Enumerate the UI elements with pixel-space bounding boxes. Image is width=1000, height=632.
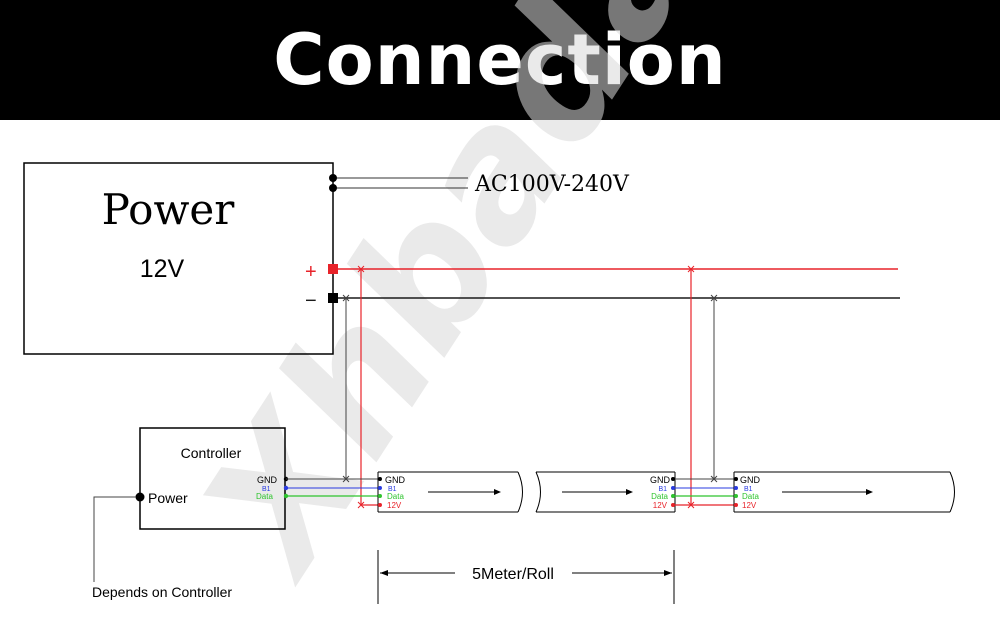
strip3-pin-b1: B1 — [744, 486, 753, 493]
length-label: 5Meter/Roll — [472, 566, 554, 583]
power-supply-title: Power — [102, 185, 236, 234]
ac-input-label: AC100V-240V — [474, 172, 630, 197]
page-title: Connection — [273, 19, 727, 101]
ac-terminal-1 — [329, 174, 337, 182]
controller-note: Depends on Controller — [92, 584, 232, 600]
controller-pin-b1: B1 — [262, 486, 271, 493]
negative-sign: − — [305, 290, 317, 312]
led-strip-2: GND B1 Data 12V — [535, 471, 676, 513]
controller-power-terminal — [135, 492, 145, 502]
length-dimension: 5Meter/Roll — [377, 550, 675, 604]
negative-terminal — [328, 293, 338, 303]
controller: Controller GND B1 Data Power Depends on … — [92, 427, 289, 600]
watermark: Xhbada — [160, 0, 742, 610]
header-bar: Connection — [0, 0, 1000, 120]
strip2-pin-gnd: GND — [650, 475, 671, 485]
strip2-pin-b1: B1 — [658, 486, 667, 493]
dc-output: + − — [305, 261, 900, 312]
power-supply: Power 12V — [23, 162, 334, 355]
inter-strip-wires — [675, 475, 734, 509]
power-supply-box — [23, 162, 334, 355]
led-strip-3: GND B1 Data 12V — [733, 471, 955, 513]
strip3-pin-gnd: GND — [740, 475, 761, 485]
strip1-pin-data: Data — [387, 492, 404, 501]
ac-input: AC100V-240V — [329, 172, 630, 197]
positive-sign: + — [305, 261, 317, 283]
controller-power-lead — [93, 496, 136, 582]
strip2-pin-12v: 12V — [653, 501, 668, 510]
strip1-pin-gnd: GND — [385, 475, 406, 485]
led-strip-1: GND B1 Data 12V — [377, 471, 523, 513]
controller-pin-data: Data — [256, 492, 273, 501]
ac-terminal-2 — [329, 184, 337, 192]
strip2-pin-data: Data — [651, 492, 668, 501]
power-supply-voltage: 12V — [140, 255, 185, 283]
positive-terminal — [328, 264, 338, 274]
controller-pin-gnd: GND — [257, 475, 278, 485]
strip1-pin-12v: 12V — [387, 501, 402, 510]
strip1-pin-b1: B1 — [388, 486, 397, 493]
controller-signal-wires — [286, 475, 378, 509]
strip3-pin-12v: 12V — [742, 501, 757, 510]
strip3-pin-data: Data — [742, 492, 759, 501]
controller-title: Controller — [181, 445, 242, 461]
controller-power-label: Power — [148, 490, 188, 506]
feed-lines — [342, 265, 718, 505]
